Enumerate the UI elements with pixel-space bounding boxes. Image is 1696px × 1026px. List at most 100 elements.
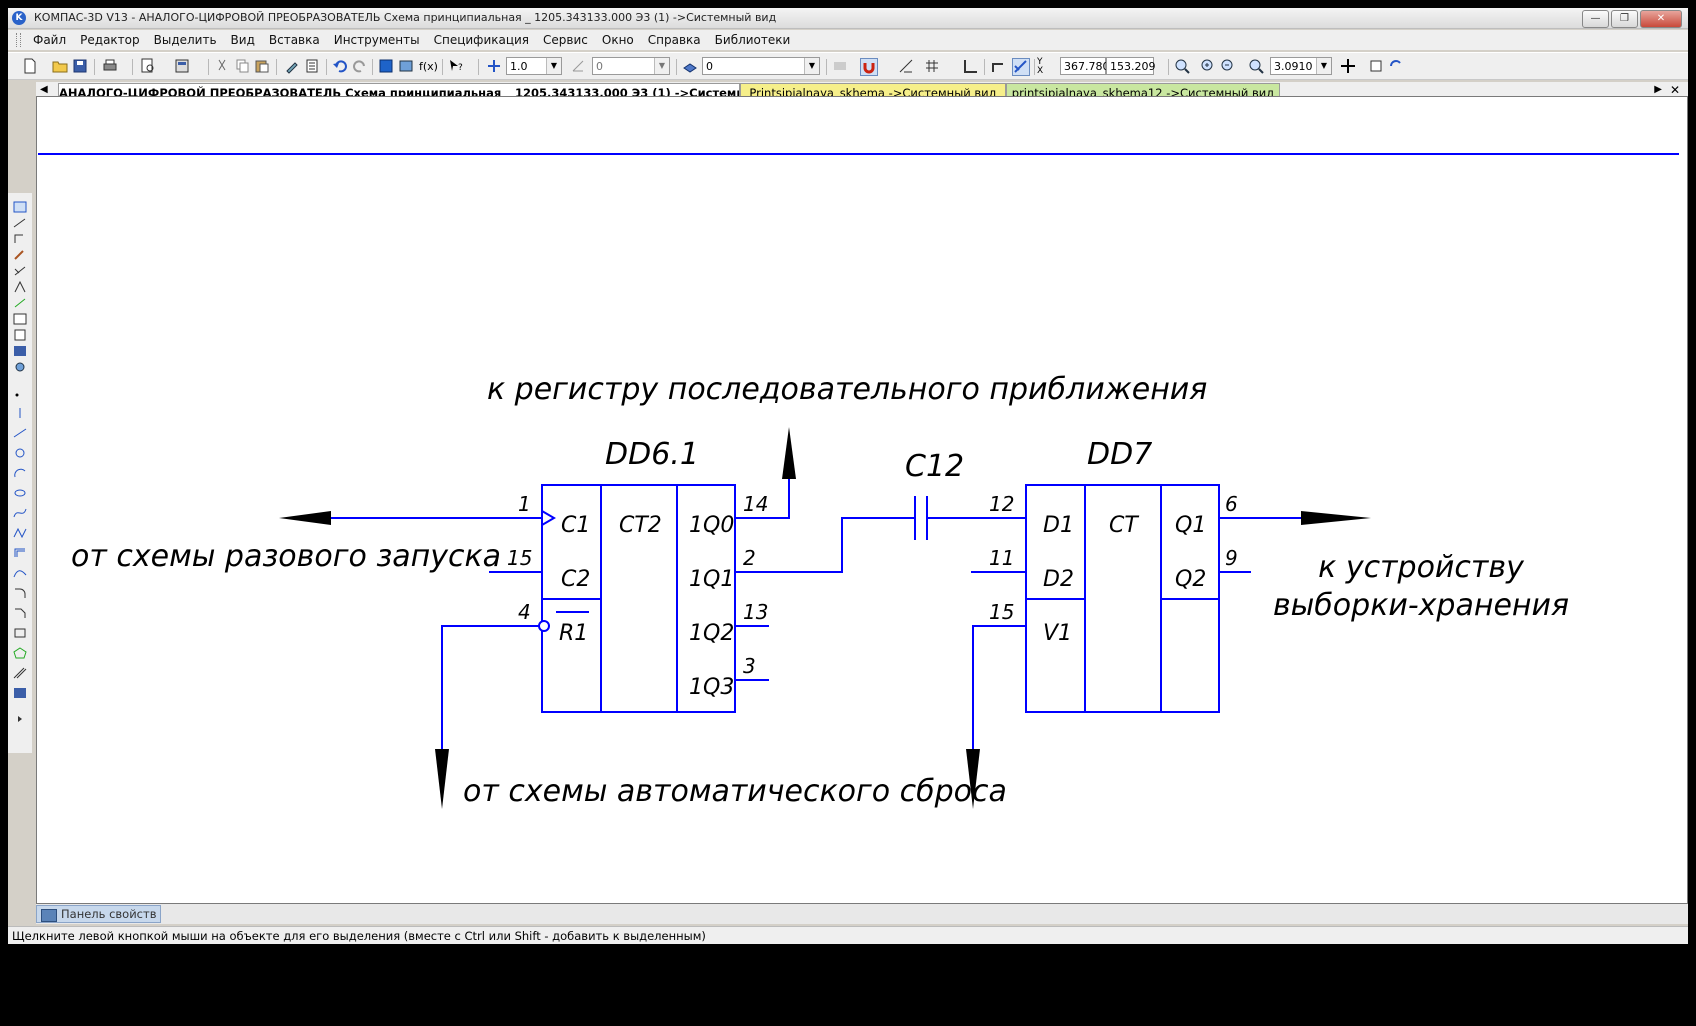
rectangle-icon[interactable] xyxy=(13,627,27,639)
select-icon[interactable] xyxy=(13,297,27,309)
arrow-down-icon xyxy=(966,749,980,809)
variables-icon[interactable]: f(x) xyxy=(419,60,438,73)
copy-icon[interactable] xyxy=(234,58,250,74)
layer-state-icon[interactable] xyxy=(682,58,698,74)
dd6-out-q2: 1Q2 xyxy=(689,621,734,646)
dd7-ref: DD7 xyxy=(1087,437,1152,472)
properties-icon[interactable] xyxy=(284,58,300,74)
preview-icon[interactable] xyxy=(140,58,156,74)
separator xyxy=(208,59,209,75)
paste-icon[interactable] xyxy=(254,58,270,74)
angle-step-icon[interactable] xyxy=(570,58,586,74)
menu-service[interactable]: Сервис xyxy=(543,33,588,47)
more-tools-icon[interactable] xyxy=(13,713,27,725)
tab-scroll-left-icon[interactable]: ◀ xyxy=(40,84,48,95)
zoom-window-icon[interactable] xyxy=(1174,58,1190,74)
auxiliary-line-icon[interactable] xyxy=(13,407,27,419)
bezier-icon[interactable] xyxy=(13,567,27,579)
chevron-down-icon[interactable]: ▼ xyxy=(546,58,561,74)
menu-bar: Файл Редактор Выделить Вид Вставка Инстр… xyxy=(8,30,1688,50)
chamfer-icon[interactable] xyxy=(13,607,27,619)
chevron-down-icon[interactable]: ▼ xyxy=(1316,58,1331,74)
step-combo[interactable]: 1.0▼ xyxy=(506,57,562,75)
tab-scroll-right-icon[interactable]: ▶ xyxy=(1654,84,1662,95)
status-bar: Щелкните левой кнопкой мыши на объекте д… xyxy=(8,926,1688,945)
menu-view[interactable]: Вид xyxy=(230,33,255,47)
equidistant-icon[interactable] xyxy=(13,547,27,559)
minimize-button[interactable]: — xyxy=(1582,10,1609,28)
tab-close-icon[interactable]: ✕ xyxy=(1669,83,1680,97)
magnet-snap-icon[interactable] xyxy=(860,58,878,76)
ortho-icon[interactable] xyxy=(898,58,914,74)
polygon-icon[interactable] xyxy=(13,647,27,659)
grid-icon[interactable] xyxy=(924,58,940,74)
round-icon[interactable] xyxy=(990,58,1006,74)
parametrize-icon[interactable] xyxy=(13,265,27,277)
manager-icon[interactable] xyxy=(174,58,190,74)
menu-file[interactable]: Файл xyxy=(33,33,67,47)
cut-icon[interactable] xyxy=(214,58,230,74)
restore-button[interactable]: ❐ xyxy=(1611,10,1638,28)
close-button[interactable]: ✕ xyxy=(1640,10,1682,28)
coord-y-field[interactable]: 153.209 xyxy=(1106,57,1156,75)
zoom-scale-icon[interactable] xyxy=(1248,58,1264,74)
menu-window[interactable]: Окно xyxy=(601,33,634,47)
measure-icon[interactable] xyxy=(13,281,27,293)
dimensions-icon[interactable] xyxy=(13,217,27,229)
edit-icon[interactable] xyxy=(13,249,27,261)
undo-icon[interactable] xyxy=(332,58,348,74)
parametric-icon[interactable] xyxy=(1012,58,1030,76)
spec-icon[interactable] xyxy=(13,313,27,325)
regenerate-icon[interactable] xyxy=(1388,58,1404,74)
save-icon[interactable] xyxy=(72,58,88,74)
ellipse-icon[interactable] xyxy=(13,487,27,499)
local-cs-icon[interactable] xyxy=(962,58,978,74)
menu-insert[interactable]: Вставка xyxy=(268,33,320,47)
spline-icon[interactable] xyxy=(13,507,27,519)
polyline-icon[interactable] xyxy=(13,527,27,539)
reports-icon[interactable] xyxy=(13,329,27,341)
library-icon[interactable] xyxy=(398,58,414,74)
chevron-down-icon[interactable]: ▼ xyxy=(804,58,819,74)
menu-tools[interactable]: Инструменты xyxy=(333,33,420,47)
point-icon[interactable] xyxy=(13,389,27,401)
new-document-icon[interactable] xyxy=(22,58,38,74)
zoom-in-icon[interactable] xyxy=(1200,58,1216,74)
coord-x-value: 367.780 xyxy=(1064,60,1110,73)
menu-help[interactable]: Справка xyxy=(647,33,701,47)
angle-combo[interactable]: 0▼ xyxy=(592,57,670,75)
properties-panel-tab[interactable]: Панель свойств xyxy=(36,905,161,923)
title-bar: K КОМПАС-3D V13 - АНАЛОГО-ЦИФРОВОЙ ПРЕОБ… xyxy=(8,8,1688,29)
dd7-in-v1: V1 xyxy=(1043,621,1072,646)
list-icon[interactable] xyxy=(304,58,320,74)
redo-icon[interactable] xyxy=(352,58,368,74)
circle-icon[interactable] xyxy=(13,447,27,459)
chevron-down-icon[interactable]: ▼ xyxy=(654,58,669,74)
drawing-canvas[interactable]: к регистру последовательного приближения… xyxy=(36,96,1688,904)
arc-icon[interactable] xyxy=(13,467,27,479)
menu-specification[interactable]: Спецификация xyxy=(433,33,530,47)
fragment-icon[interactable] xyxy=(13,361,27,373)
print-icon[interactable] xyxy=(102,58,118,74)
help-cursor-icon[interactable]: ? xyxy=(448,58,464,74)
pan-icon[interactable] xyxy=(1340,58,1356,74)
menu-select[interactable]: Выделить xyxy=(153,33,217,47)
symbols-icon[interactable] xyxy=(13,233,27,245)
segment-icon[interactable] xyxy=(13,427,27,439)
fillet-icon[interactable] xyxy=(13,587,27,599)
refresh-icon[interactable] xyxy=(1368,58,1384,74)
insert-icon[interactable] xyxy=(13,345,27,357)
hatch-icon[interactable] xyxy=(13,667,27,679)
layer-combo[interactable]: 0▼ xyxy=(702,57,820,75)
cursor-tool-icon[interactable] xyxy=(832,58,848,74)
cursor-step-icon[interactable] xyxy=(486,58,502,74)
fill-icon[interactable] xyxy=(13,687,27,699)
geometry-icon[interactable] xyxy=(13,201,27,213)
zoom-combo[interactable]: 3.0910▼ xyxy=(1270,57,1332,75)
menu-editor[interactable]: Редактор xyxy=(80,33,140,47)
open-folder-icon[interactable] xyxy=(52,58,68,74)
menu-libraries[interactable]: Библиотеки xyxy=(714,33,791,47)
layers-icon[interactable] xyxy=(378,58,394,74)
zoom-out-icon[interactable] xyxy=(1220,58,1236,74)
coord-x-field[interactable]: 367.780 xyxy=(1060,57,1110,75)
